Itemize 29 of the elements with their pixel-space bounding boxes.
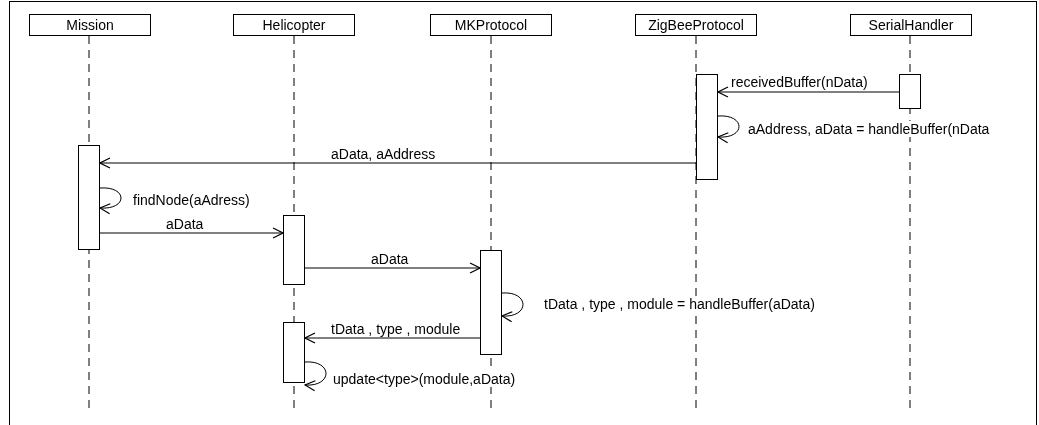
participant-box: Mission — [29, 14, 151, 36]
activation-bar — [480, 250, 502, 355]
activation-bar — [283, 215, 305, 285]
message-label: tData , type , module — [330, 321, 462, 337]
participant-box: Helicopter — [233, 14, 355, 36]
message-label: receivedBuffer(nData) — [730, 74, 869, 90]
participant-box: ZigBeeProtocol — [635, 14, 757, 36]
self-message-arrow — [99, 187, 122, 214]
message-label: findNode(aAdress) — [132, 192, 251, 208]
participant-box: MKProtocol — [430, 14, 552, 36]
message-label: aData, aAddress — [330, 146, 437, 162]
message-label: tData , type , module = handleBuffer(aData) — [543, 296, 816, 312]
participant-box: SerialHandler — [850, 14, 972, 36]
activation-bar — [696, 74, 718, 180]
message-label: aData — [370, 251, 410, 267]
message-arrow — [99, 157, 697, 169]
activation-bar — [283, 322, 305, 383]
self-message-arrow — [304, 361, 327, 391]
message-label: update<type>(module,aData) — [332, 371, 517, 387]
self-message-arrow — [717, 115, 740, 143]
self-message-arrow — [501, 292, 524, 322]
message-arrow — [717, 86, 900, 98]
message-arrow — [99, 227, 284, 239]
message-label: aData — [165, 216, 205, 232]
message-arrow — [304, 262, 481, 274]
activation-bar — [899, 74, 921, 109]
activation-bar — [78, 145, 100, 250]
message-label: aAddress, aData = handleBuffer(nData — [747, 121, 991, 137]
message-arrow — [304, 332, 481, 344]
